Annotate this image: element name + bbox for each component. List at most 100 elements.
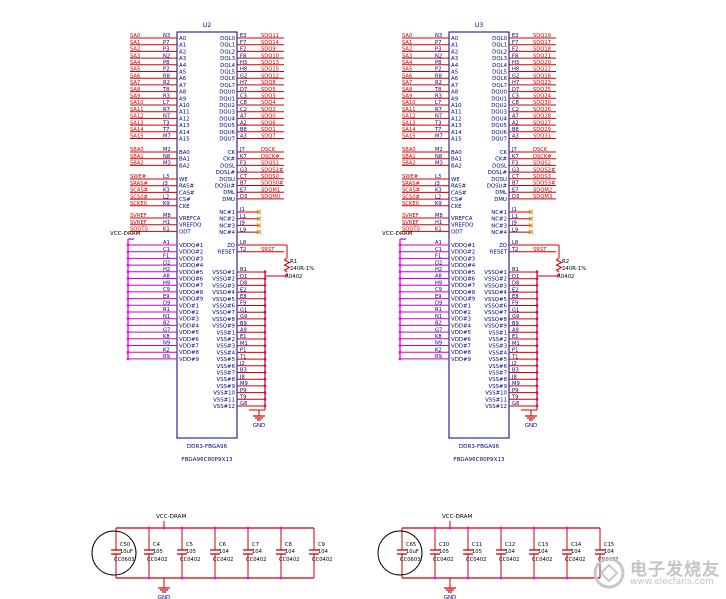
- chip-ref: U2: [203, 22, 212, 29]
- pin-ball: G2: [240, 73, 247, 79]
- pin-ball: G9: [240, 314, 247, 320]
- pin-ball: J9: [511, 221, 517, 227]
- pin-name: VDDQ#2: [451, 250, 475, 256]
- cap-value: 104: [318, 549, 329, 555]
- pin-name: DQL4: [220, 63, 235, 69]
- pin-name: VSS#5: [217, 357, 235, 363]
- nc-mark-b: [528, 216, 534, 222]
- pin-name: WE: [179, 177, 188, 183]
- pin-name: ODT: [179, 229, 191, 235]
- junction-dot: [213, 576, 217, 580]
- pin-ball: N3: [435, 33, 442, 39]
- elecfans-logo-icon: [593, 557, 625, 589]
- pin-name: A14: [451, 130, 462, 136]
- junction-dot: [126, 337, 130, 341]
- net-label: SDQS0: [261, 174, 279, 180]
- pin-name: CK#: [223, 157, 235, 163]
- net-label: SDQ8: [261, 80, 276, 86]
- pin-ball: A7: [240, 114, 247, 120]
- pin-ball: T9: [239, 395, 246, 401]
- pin-name: DQSU#: [487, 184, 508, 190]
- pin-ball: H8: [240, 67, 247, 73]
- pin-ball: A8: [163, 274, 170, 280]
- pin-name: VSSQ#9: [212, 324, 235, 330]
- pin-name: VDDQ#5: [451, 270, 475, 276]
- pin-name: A3: [451, 56, 458, 62]
- pin-name: A10: [451, 103, 462, 109]
- net-label: DSCK: [261, 147, 276, 153]
- pin-ball: E1: [240, 334, 247, 340]
- pin-name: VDDQ#6: [179, 277, 204, 283]
- pin-name: A5: [451, 70, 458, 76]
- junction-dot: [532, 576, 536, 580]
- pin-ball: B8: [512, 127, 519, 133]
- pin-name: A13: [451, 123, 462, 129]
- pin-name: A2: [451, 49, 458, 55]
- pin-name: VSS#11: [213, 397, 235, 403]
- pin-name: VSSQ#3: [484, 283, 507, 289]
- pin-name: DQU3: [219, 110, 235, 116]
- pin-ball: L7: [163, 100, 169, 106]
- junction-dot: [398, 310, 402, 314]
- pin-ball: N8: [163, 154, 170, 160]
- pin-name: DQSL#: [488, 170, 508, 176]
- pin-ball: M8: [435, 213, 443, 219]
- pin-ball: M1: [240, 341, 248, 347]
- pin-name: ODT: [451, 229, 463, 235]
- pin-ball: D3: [240, 194, 247, 200]
- pin-ball: P9: [512, 388, 518, 394]
- net-label: SA15: [402, 134, 416, 140]
- pin-ball: D7: [240, 87, 247, 93]
- pin-ball: D8: [512, 281, 519, 287]
- pin-name: A1: [451, 43, 458, 49]
- pin-name: VDDQ#4: [451, 263, 476, 269]
- pin-ball: R9: [435, 354, 442, 360]
- junction-dot: [433, 526, 437, 530]
- net-label: SDQ30: [533, 100, 551, 106]
- pin-ball: G1: [240, 307, 247, 313]
- pin-name: VDD#6: [179, 337, 200, 343]
- net-label: SDQS2: [533, 161, 551, 167]
- net-label: SA5: [130, 67, 140, 73]
- pin-name: A1: [179, 43, 186, 49]
- pin-name: VSSQ#6: [484, 304, 507, 310]
- pin-name: CK: [500, 150, 508, 156]
- net-label: SDQ21: [533, 53, 551, 59]
- pin-ball: P8: [435, 60, 441, 66]
- resistor-ref: R2: [562, 259, 569, 265]
- net-label: SDQM3: [533, 194, 552, 200]
- pin-ball: G7: [435, 327, 442, 333]
- pin-name: VDD#3: [451, 317, 471, 323]
- pin-ball: H8: [512, 67, 519, 73]
- pin-ball: R8: [163, 73, 170, 79]
- pin-name: VSS#6: [217, 364, 236, 370]
- pin-ball: H3: [512, 60, 519, 66]
- cap-value: 10uF: [120, 549, 133, 555]
- pin-name: VSSQ#5: [484, 297, 507, 303]
- junction-dot: [499, 526, 503, 530]
- pin-name: VDD#8: [451, 350, 472, 356]
- net-label: SA12: [130, 114, 144, 120]
- pin-name: VDDQ#1: [451, 243, 475, 249]
- pin-ball: M9: [240, 381, 248, 387]
- pin-ball: D1: [240, 274, 247, 280]
- pin-name: VDDQ#8: [179, 290, 204, 296]
- pin-ball: R1: [435, 307, 442, 313]
- net-label: SDQ31: [533, 134, 551, 140]
- pin-ball: K3: [163, 188, 170, 194]
- pin-ball: G2: [512, 73, 519, 79]
- pin-name: VSS#1: [217, 330, 235, 336]
- chip-part: DDR3-FBGA96: [459, 444, 500, 450]
- pin-ball: L2: [163, 194, 169, 200]
- pin-name: VSS#10: [485, 391, 507, 397]
- pin-ball: A7: [512, 114, 519, 120]
- pin-name: VDDQ#5: [179, 270, 203, 276]
- pin-ball: J2: [511, 361, 517, 367]
- junction-dot: [433, 576, 437, 580]
- net-label: SODT0: [130, 227, 148, 233]
- pin-ball: E2: [512, 287, 519, 293]
- pin-ball: K8: [435, 334, 442, 340]
- cap-package: CC0402: [532, 557, 552, 563]
- chip-footprint: FBGA96C80P9X13: [181, 457, 233, 463]
- junction-dot: [398, 357, 402, 361]
